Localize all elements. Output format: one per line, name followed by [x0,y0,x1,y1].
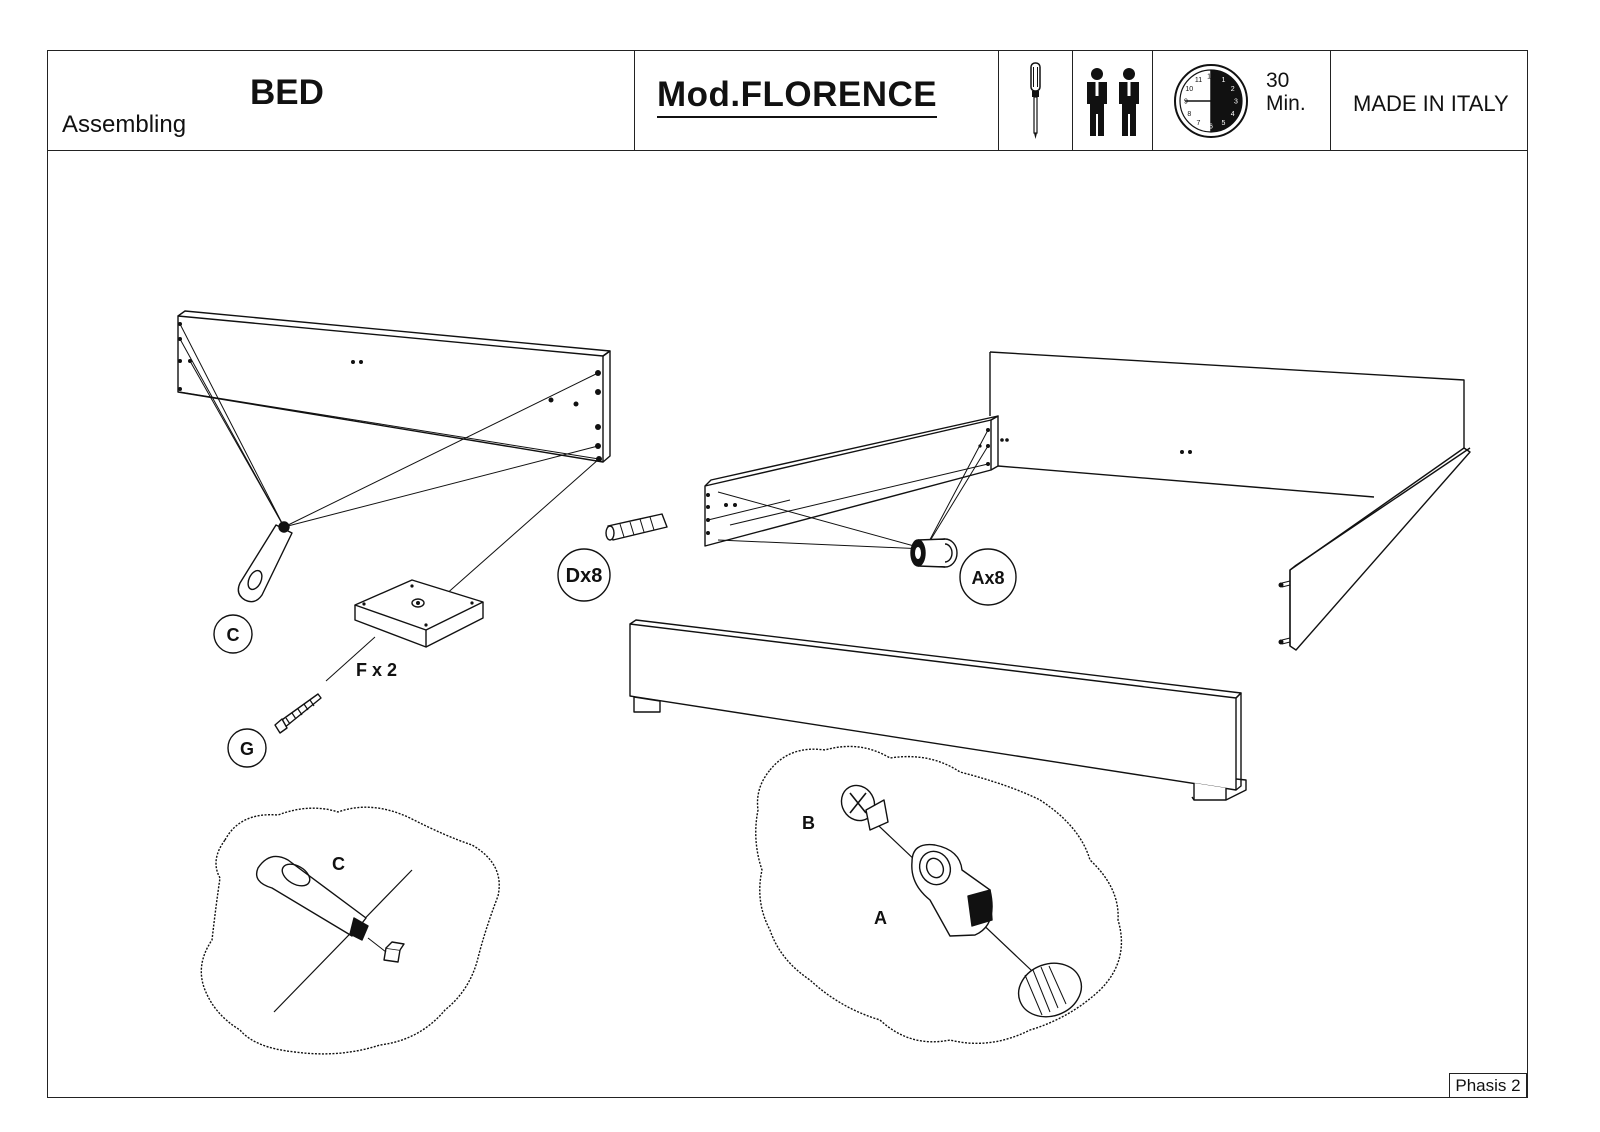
title-cell: BED Assembling [48,51,635,151]
side-rail-right [1278,447,1471,651]
clock-number: 3 [1234,99,1238,106]
clock-number: 1 [1222,77,1226,84]
label-circle-d [557,548,611,602]
clock-number: 5 [1222,120,1226,127]
label-circle-c [213,614,253,654]
left-panel [177,310,611,463]
tool-cell [999,51,1073,151]
label-d: Dx8 [566,565,603,587]
page-title: BED [250,73,324,112]
footboard [629,619,1247,801]
label-circle-g [227,728,267,768]
clock-number: 4 [1231,111,1235,118]
label-c: C [227,625,240,645]
detail-label-a: A [874,908,887,928]
clock-number: 9 [1184,99,1188,106]
header-bar: BED Assembling Mod.FLORENCE [48,51,1527,151]
screw-g [274,693,322,734]
time-estimate: 30 Min. [1266,69,1306,115]
block-f [354,579,484,648]
time-unit: Min. [1266,92,1306,115]
dowel-d [605,513,668,541]
cam-fitting-a [910,538,958,568]
model-name: Mod.FLORENCE [657,75,938,118]
left-guide-lines [179,323,600,597]
origin-cell: MADE IN ITALY [1331,51,1529,151]
clock-number: 2 [1231,86,1235,93]
phase-label: Phasis 2 [1449,1073,1527,1098]
instruction-sheet: BED Assembling Mod.FLORENCE [47,50,1528,1098]
model-cell: Mod.FLORENCE [635,51,999,151]
clock-number: 6 [1209,124,1213,131]
clock-number: 8 [1187,111,1191,118]
detail-cloud-left [200,806,500,1055]
screwdriver-icon [1030,62,1041,139]
right-guide-lines [707,429,989,550]
clock-number: 10 [1185,86,1193,93]
detail-cloud-right [755,745,1123,1044]
label-a: Ax8 [971,568,1004,588]
label-f: F x 2 [356,660,397,680]
people-cell [1073,51,1153,151]
time-value: 30 [1266,69,1290,92]
page-subtitle: Assembling [62,111,187,138]
clock-number: 11 [1195,77,1202,84]
made-in-label: MADE IN ITALY [1353,91,1509,116]
detail-label-b: B [802,813,815,833]
label-circle-a [959,548,1017,606]
two-people-icon [1087,68,1139,136]
back-panel [989,351,1465,498]
clock-number: 7 [1197,120,1201,127]
clock-number: 12 [1207,74,1215,81]
side-rail-left [704,415,999,547]
connector-c [237,521,293,603]
detail-label-c: C [332,854,345,874]
label-g: G [240,739,254,759]
